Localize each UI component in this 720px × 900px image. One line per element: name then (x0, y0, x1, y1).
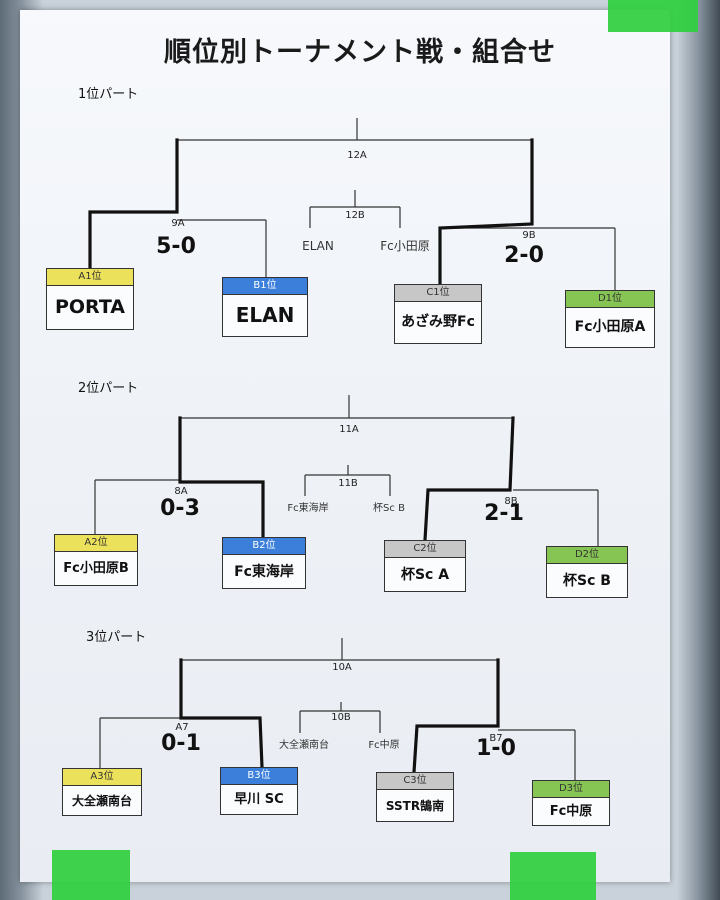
team-box-C2: C2位 杯Sc A (384, 540, 466, 592)
score-right-2: 2-1 (484, 501, 524, 526)
third-team-right-2: 杯Sc B (373, 501, 405, 514)
team-box-B1: B1位 ELAN (222, 277, 308, 337)
seed-label: A1位 (47, 269, 133, 286)
third-label-1: 12B (345, 210, 365, 221)
team-box-B2: B2位 Fc東海岸 (222, 537, 306, 589)
team-box-A3: A3位 大全瀬南台 (62, 768, 142, 816)
team-box-D3: D3位 Fc中原 (532, 780, 610, 826)
final-label-2: 11A (339, 424, 359, 435)
seed-label: A2位 (55, 535, 137, 552)
team-box-C1: C1位 あざみ野Fc (394, 284, 482, 344)
tape-top-right (608, 0, 698, 32)
team-name: 大全瀬南台 (71, 794, 132, 808)
team-name: ELAN (235, 303, 295, 327)
score-right-1: 2-0 (504, 243, 544, 268)
seed-label: A3位 (63, 769, 141, 786)
seed-label: D2位 (547, 547, 627, 564)
third-label-2: 11B (338, 478, 358, 489)
team-box-C3: C3位 SSTR鵠南 (376, 772, 454, 822)
team-box-D1: D1位 Fc小田原A (565, 290, 655, 348)
team-box-D2: D2位 杯Sc B (546, 546, 628, 598)
third-team-right-1: Fc小田原 (380, 239, 430, 253)
team-box-A1: A1位 PORTA (46, 268, 134, 330)
final-label-3: 10A (332, 662, 352, 673)
team-box-A2: A2位 Fc小田原B (54, 534, 138, 586)
team-box-B3: B3位 早川 SC (220, 767, 298, 815)
bracket-sheet (20, 10, 670, 882)
section-label-3: 3位パート (86, 630, 147, 645)
seed-label: B2位 (223, 538, 305, 555)
seed-label: C2位 (385, 541, 465, 558)
page-title: 順位別トーナメント戦・組合せ (164, 37, 556, 68)
third-team-right-3: Fc中原 (368, 738, 399, 751)
final-label-1: 12A (347, 150, 367, 161)
seed-label: D3位 (533, 781, 609, 798)
seed-label: B3位 (221, 768, 297, 785)
score-left-2: 0-3 (160, 496, 200, 521)
seed-label: C3位 (377, 773, 453, 790)
bracket-section-1: 12A 12B 9A 9B ELAN Fc小田原 5-0 2-0 (88, 118, 616, 290)
score-left-1: 5-0 (156, 234, 196, 259)
bracket-section-3: 10A 10B A7 B7 大全瀬南台 Fc中原 0-1 1-0 (99, 638, 576, 780)
team-name: 杯Sc A (400, 567, 450, 583)
team-name: Fc小田原B (63, 561, 129, 576)
semi-label-left-3: A7 (175, 722, 188, 733)
semi-label-right-1: 9B (522, 230, 535, 241)
third-team-left-3: 大全瀬南台 (279, 738, 329, 751)
team-name: Fc中原 (549, 804, 593, 819)
team-name: Fc小田原A (574, 319, 646, 335)
section-label-1: 1位パート (78, 87, 139, 102)
semi-label-right-3: B7 (489, 733, 502, 744)
third-team-left-1: ELAN (302, 239, 334, 253)
score-left-3: 0-1 (161, 731, 201, 756)
score-right-3: 1-0 (476, 736, 516, 761)
semi-label-left-2: 8A (174, 486, 187, 497)
seed-label: C1位 (395, 285, 481, 302)
team-name: PORTA (54, 296, 126, 318)
team-name: 早川 SC (234, 792, 284, 807)
semi-label-right-2: 8B (504, 496, 517, 507)
tape-bottom-left (52, 850, 130, 900)
section-label-2: 2位パート (78, 381, 139, 396)
team-name: あざみ野Fc (401, 314, 475, 330)
seed-label: D1位 (566, 291, 654, 308)
team-name: SSTR鵠南 (385, 799, 445, 813)
team-name: 杯Sc B (563, 573, 611, 589)
seed-label: B1位 (223, 278, 307, 295)
team-name: Fc東海岸 (234, 564, 294, 580)
third-team-left-2: Fc東海岸 (287, 501, 328, 514)
tape-bottom-right (510, 852, 596, 900)
bracket-section-2: 11A 11B 8A 8B Fc東海岸 杯Sc B 0-3 2-1 (94, 395, 599, 546)
third-label-3: 10B (331, 712, 351, 723)
semi-label-left-1: 9A (171, 218, 184, 229)
